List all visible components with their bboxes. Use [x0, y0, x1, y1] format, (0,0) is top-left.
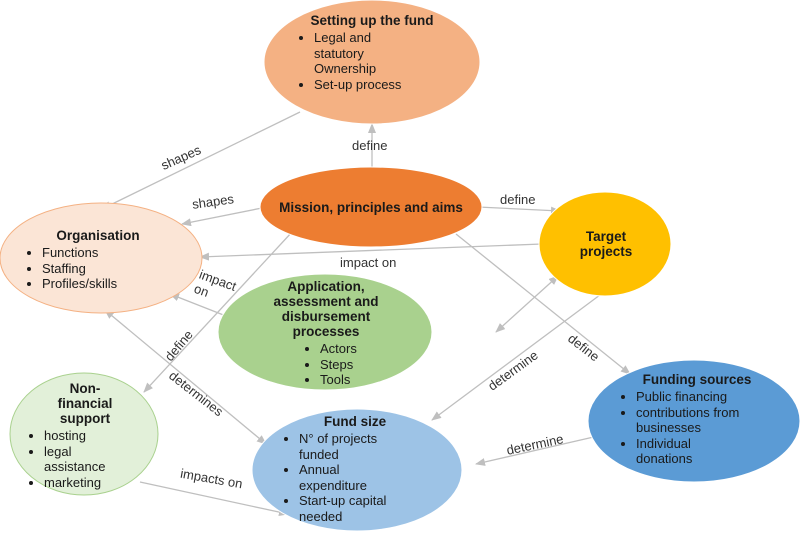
fundsize-title: Fund size — [323, 414, 387, 429]
organisation-ellipse — [0, 202, 203, 314]
node-target: Target projects — [570, 229, 642, 259]
organisation-items: Functions Staffing Profiles/skills — [28, 245, 168, 292]
label-mission-setup: define — [352, 138, 388, 153]
edge-funding-fundsize — [475, 435, 599, 466]
edge-mission-funding — [455, 233, 631, 375]
edge-setup-organisation — [101, 111, 301, 210]
funding-item: Public financing — [636, 389, 766, 405]
mission-title: Mission, principles and aims — [279, 200, 463, 215]
edge-application-fundsize — [431, 285, 613, 421]
application-item: Steps — [320, 357, 400, 373]
funding-items: Public financing contributions from busi… — [622, 389, 766, 467]
node-application: Application, assessment and disbursement… — [252, 279, 400, 388]
node-nonfinancial: Non-financial support hosting legal assi… — [30, 381, 148, 490]
edge-nonfinancial-fundsize — [139, 481, 289, 517]
application-item: Actors — [320, 341, 400, 357]
edge-target-organisation — [199, 243, 543, 261]
funding-ellipse — [587, 359, 800, 483]
nonfinancial-item: marketing — [44, 475, 128, 491]
target-ellipse — [538, 191, 672, 297]
node-funding: Funding sources Public financing contrib… — [622, 372, 772, 467]
mission-ellipse — [259, 166, 483, 248]
nonfinancial-title: Non-financial support — [57, 381, 113, 426]
organisation-title: Organisation — [56, 228, 140, 243]
node-fundsize: Fund size N° of projects funded Annual e… — [285, 414, 425, 524]
application-ellipse — [217, 273, 433, 391]
funding-item: Individual donations — [636, 436, 716, 467]
fundsize-ellipse — [251, 408, 463, 532]
label-target-organisation: impact on — [340, 255, 397, 270]
fundsize-item: Annual expenditure — [299, 462, 379, 493]
nonfinancial-item: legal assistance — [44, 444, 128, 475]
fundsize-item: N° of projects funded — [299, 431, 409, 462]
nonfinancial-ellipse — [9, 372, 159, 496]
setup-ellipse — [263, 0, 481, 125]
organisation-item: Profiles/skills — [42, 276, 168, 292]
fundsize-item: Start-up capital needed — [299, 493, 409, 524]
label-mission-target: define — [500, 192, 536, 207]
application-title: Application, assessment and disbursement… — [273, 279, 379, 339]
application-item: Tools — [320, 372, 400, 388]
funding-item: contributions from businesses — [636, 405, 766, 436]
nonfinancial-items: hosting legal assistance marketing — [30, 428, 128, 490]
setup-item: Legal and statutory Ownership — [314, 30, 394, 77]
organisation-item: Functions — [42, 245, 168, 261]
edge-application-target — [495, 275, 559, 333]
nonfinancial-item: hosting — [44, 428, 128, 444]
setup-item: Set-up process — [314, 77, 444, 93]
setup-items: Legal and statutory Ownership Set-up pro… — [300, 30, 444, 92]
node-setup: Setting up the fund Legal and statutory … — [300, 13, 444, 92]
setup-title: Setting up the fund — [310, 13, 434, 28]
edge-mission-organisation — [181, 207, 263, 227]
fundsize-items: N° of projects funded Annual expenditure… — [285, 431, 409, 524]
target-title: Target projects — [579, 229, 633, 259]
edge-organisation-fundsize — [104, 309, 267, 445]
node-mission: Mission, principles and aims — [262, 200, 480, 215]
node-organisation: Organisation Functions Staffing Profiles… — [28, 228, 168, 292]
application-items: Actors Steps Tools — [306, 341, 400, 388]
funding-title: Funding sources — [642, 372, 752, 387]
organisation-item: Staffing — [42, 261, 168, 277]
edge-mission-target — [477, 206, 561, 215]
